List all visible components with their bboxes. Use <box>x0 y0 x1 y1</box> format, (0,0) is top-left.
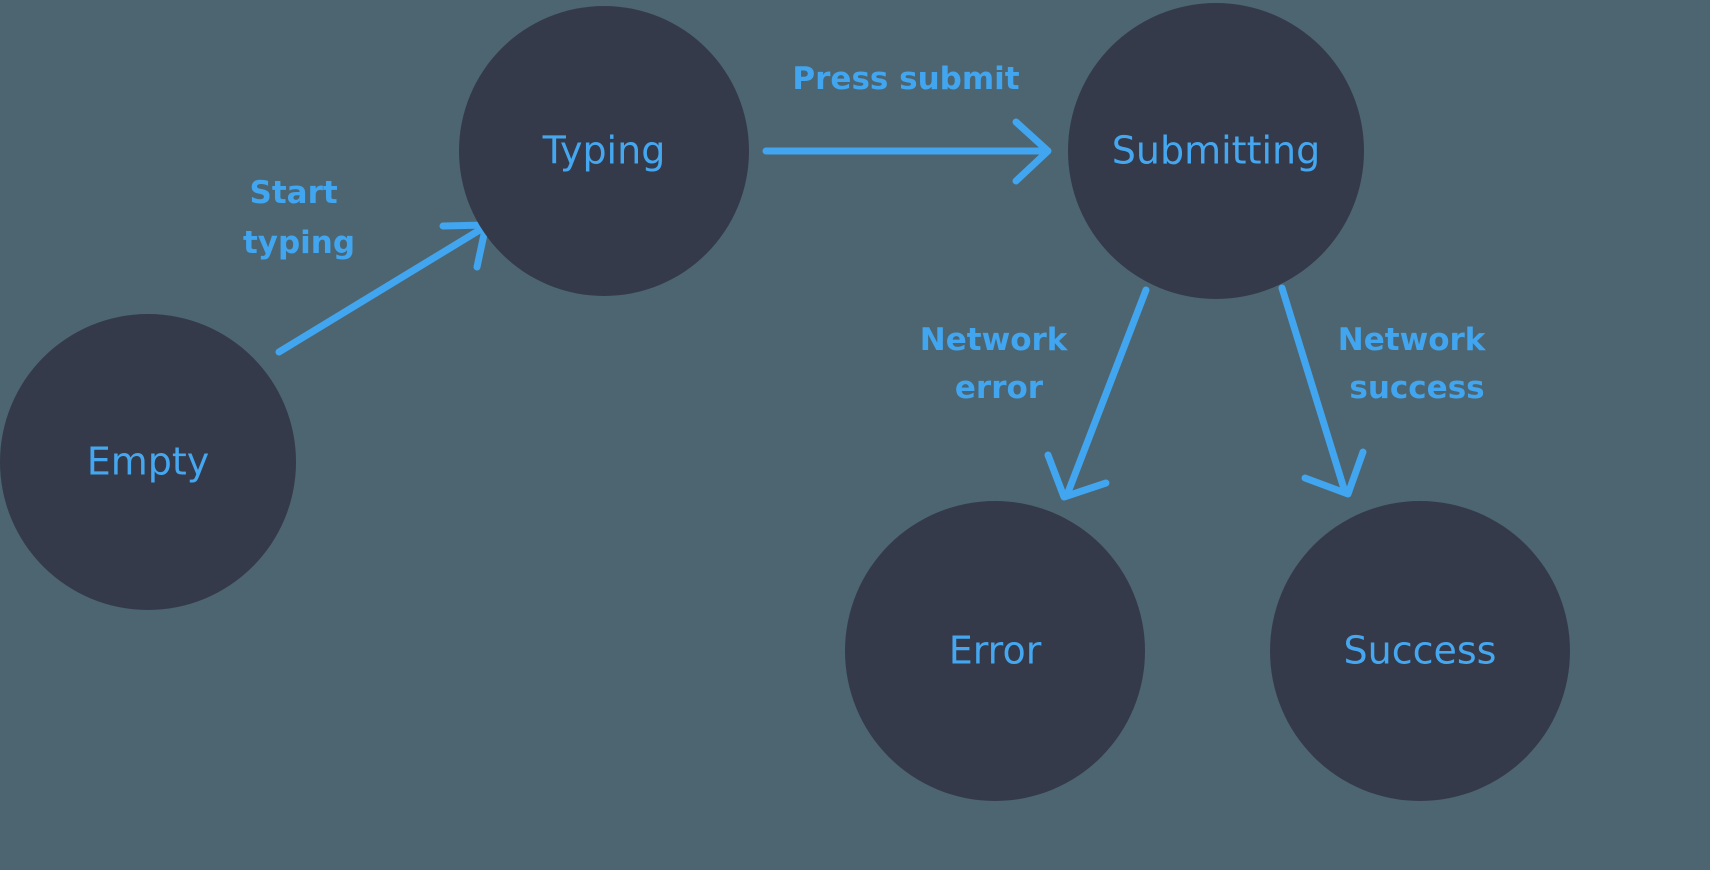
node-submitting[interactable]: Submitting <box>1068 3 1364 299</box>
edge-typing-to-submitting: Press submit <box>762 61 1052 185</box>
node-submitting-circle[interactable] <box>1068 3 1364 299</box>
edge-label-line: typing <box>243 225 355 261</box>
edge-submitting-to-error: Network error <box>920 286 1150 501</box>
node-error-label: Error <box>949 629 1042 673</box>
edge-typing-to-submitting-arrowhead <box>1012 118 1052 185</box>
node-error-circle[interactable] <box>845 501 1145 801</box>
edge-typing-to-submitting-label: Press submit <box>792 61 1019 97</box>
node-typing[interactable]: Typing <box>459 6 749 296</box>
edge-label-line: Press submit <box>792 61 1019 97</box>
node-success-circle[interactable] <box>1270 501 1570 801</box>
node-empty-circle[interactable] <box>0 314 296 610</box>
edge-submitting-to-error-line <box>1063 286 1150 499</box>
node-empty-label: Empty <box>87 440 210 484</box>
node-error[interactable]: Error <box>845 501 1145 801</box>
edge-label-line: Network <box>1338 322 1487 358</box>
node-success-label: Success <box>1344 629 1497 673</box>
edge-submitting-to-error-label: Network error <box>920 322 1078 406</box>
edge-label-line: success <box>1349 370 1484 406</box>
edge-submitting-to-success-line <box>1278 284 1349 496</box>
edge-empty-to-typing-label: Start typing <box>243 175 355 261</box>
node-typing-label: Typing <box>542 129 666 173</box>
edge-empty-to-typing-line <box>275 224 487 356</box>
edge-submitting-to-success: Network success <box>1278 284 1496 498</box>
edge-submitting-to-success-label: Network success <box>1338 322 1496 406</box>
node-success[interactable]: Success <box>1270 501 1570 801</box>
edge-submitting-to-error-arrowhead <box>1044 451 1110 501</box>
node-submitting-label: Submitting <box>1112 129 1320 173</box>
edge-submitting-to-success-arrowhead <box>1301 448 1367 498</box>
node-empty[interactable]: Empty <box>0 314 296 610</box>
edge-label-line: Network <box>920 322 1069 358</box>
node-typing-circle[interactable] <box>459 6 749 296</box>
edge-label-line: Start <box>250 175 338 211</box>
edge-label-line: error <box>955 370 1044 406</box>
